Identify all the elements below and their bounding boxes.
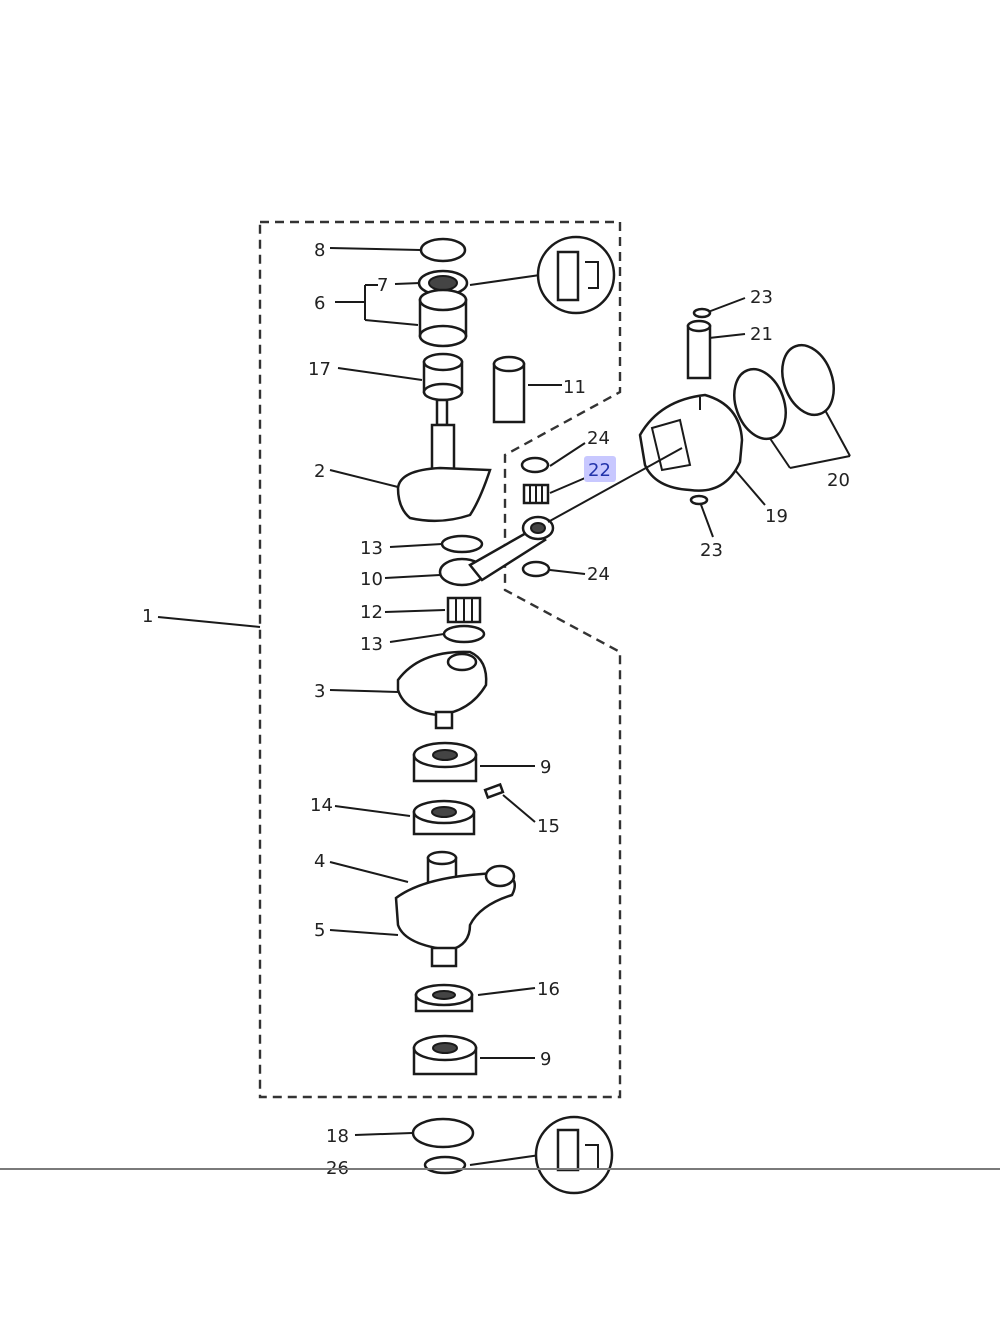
- crankshaft-upper-part: [396, 398, 492, 523]
- dowel-pin-part: [483, 782, 505, 800]
- oil-seal-part: [417, 269, 469, 297]
- crankshaft-assembly-boundary: [258, 220, 622, 1099]
- part-label-4: 4: [314, 851, 325, 872]
- part-labels: 8 7 6 17 11 2 13 10 12 13 1 3 9 14 15 4 …: [142, 240, 850, 1179]
- ball-bearing-part: [412, 741, 478, 783]
- part-label-17: 17: [308, 359, 331, 380]
- oil-seal-part: [412, 799, 476, 836]
- crankshaft-web-part: [396, 650, 488, 730]
- piston-pin-clip-part: [692, 307, 712, 319]
- part-label-13: 13: [360, 538, 383, 559]
- connecting-rod-part: [438, 515, 555, 587]
- part-label-18: 18: [326, 1126, 349, 1147]
- o-ring-part: [411, 1117, 475, 1149]
- detail-callout: [534, 1115, 614, 1195]
- piston-pin-clip-part: [689, 494, 709, 506]
- needle-bearing-part: [446, 596, 482, 624]
- small-end-bearing-part: [522, 483, 550, 505]
- thrust-washer-part: [442, 624, 486, 644]
- label-22-highlight: [584, 456, 616, 482]
- part-label-11: 11: [563, 377, 586, 398]
- part-label-12: 12: [360, 602, 383, 623]
- piston-pin-part: [686, 319, 712, 380]
- part-label-20: 20: [827, 470, 850, 491]
- crankshaft-lower-part: [394, 850, 517, 968]
- part-label-22: 22: [588, 460, 611, 481]
- part-label-6: 6: [314, 293, 325, 314]
- part-label-23: 23: [750, 287, 773, 308]
- part-label-2: 2: [314, 461, 325, 482]
- part-label-3: 3: [314, 681, 325, 702]
- bearing-housing-part: [418, 288, 468, 348]
- part-label-16: 16: [537, 979, 560, 1000]
- piston-link-line: [547, 447, 683, 523]
- o-ring-part: [419, 237, 467, 263]
- oil-seal-part: [414, 983, 474, 1013]
- piston-ring-part: [781, 343, 835, 417]
- part-label-15: 15: [537, 816, 560, 837]
- oil-seal-part: [423, 1155, 467, 1175]
- part-label-21: 21: [750, 324, 773, 345]
- part-label-10: 10: [360, 569, 383, 590]
- part-label-5: 5: [314, 920, 325, 941]
- bushing-part: [422, 352, 464, 402]
- crank-pin-part: [492, 355, 526, 424]
- washer-part: [520, 456, 550, 474]
- part-label-24: 24: [587, 564, 610, 585]
- part-label-23: 23: [700, 540, 723, 561]
- part-label-8: 8: [314, 240, 325, 261]
- detail-callout: [536, 235, 616, 315]
- thrust-washer-part: [440, 534, 484, 554]
- bottom-divider: [0, 1168, 1000, 1170]
- part-label-13: 13: [360, 634, 383, 655]
- ball-bearing-part: [412, 1034, 478, 1076]
- part-label-1: 1: [142, 606, 153, 627]
- part-label-14: 14: [310, 795, 333, 816]
- part-label-9: 9: [540, 757, 551, 778]
- part-label-24: 24: [587, 428, 610, 449]
- piston-ring-part: [733, 367, 787, 441]
- part-label-19: 19: [765, 506, 788, 527]
- piston-part: [638, 393, 744, 492]
- part-label-9: 9: [540, 1049, 551, 1070]
- washer-part: [521, 560, 551, 578]
- leader-lines: [157, 247, 851, 1166]
- part-label-7: 7: [377, 275, 388, 296]
